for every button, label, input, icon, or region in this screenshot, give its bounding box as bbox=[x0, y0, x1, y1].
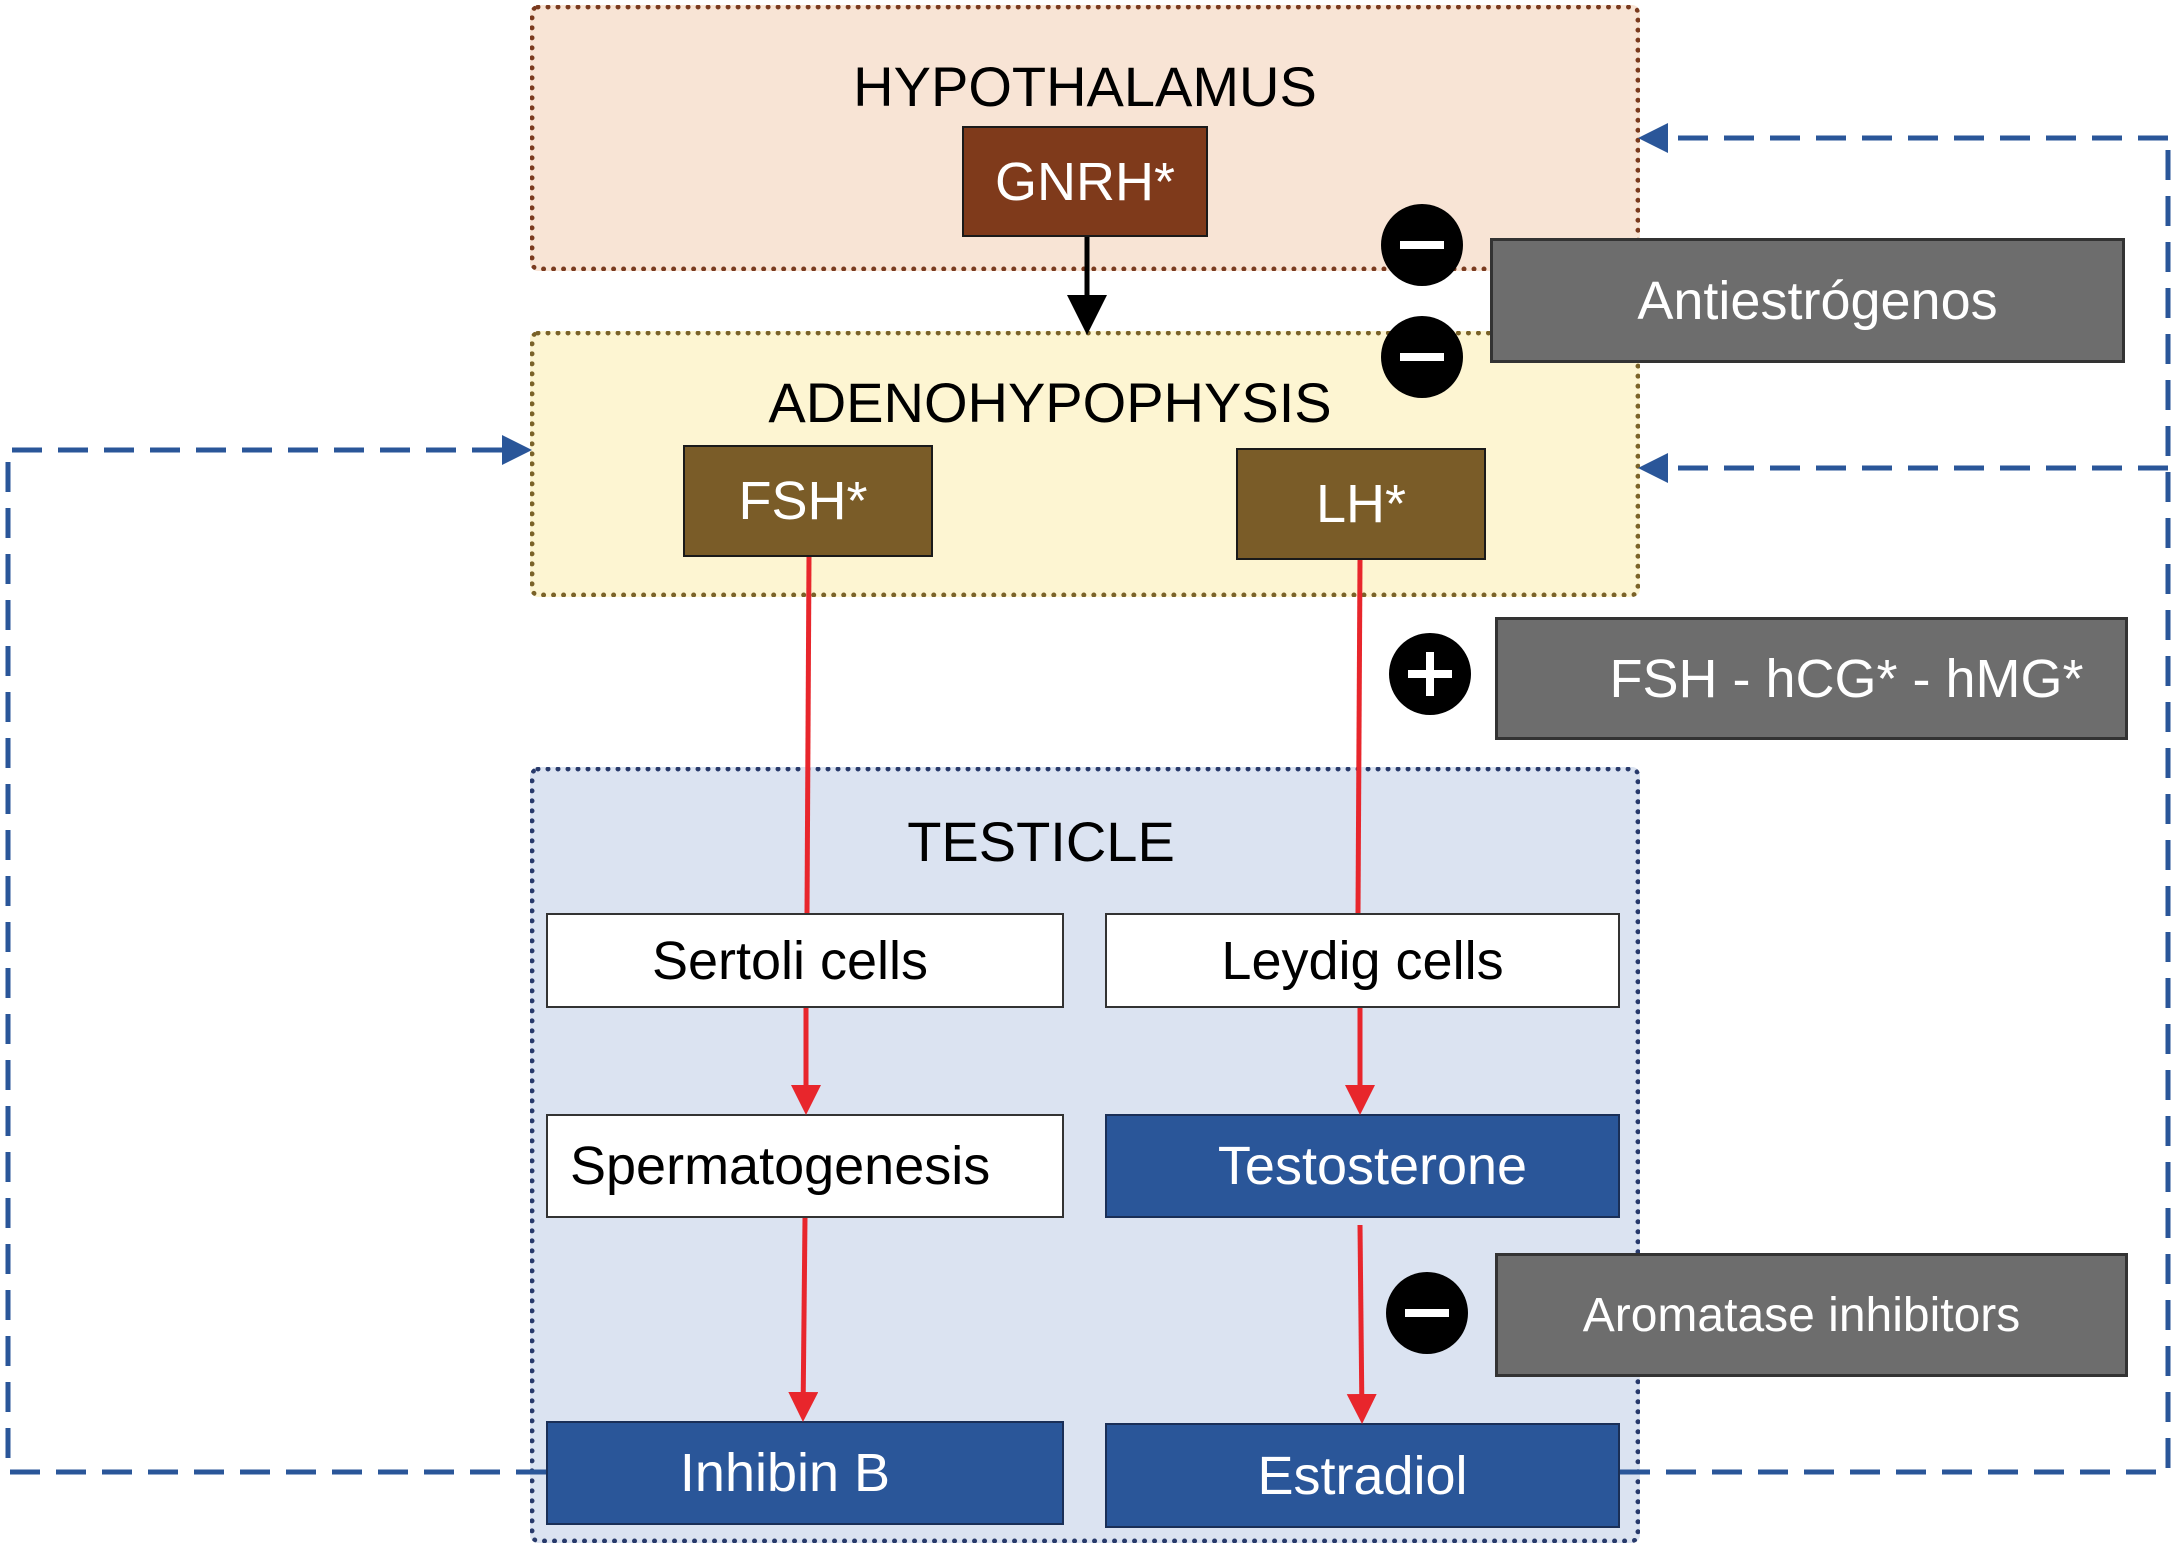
testosterone-to-estradiol-arrow bbox=[1346, 1224, 1377, 1424]
gnrh-box: GNRH* bbox=[962, 126, 1208, 237]
minus-badge-hypothalamus bbox=[1381, 204, 1463, 286]
estradiol-box: Estradiol bbox=[1105, 1423, 1620, 1528]
leydig-cells-box: Leydig cells bbox=[1105, 913, 1620, 1008]
fsh-box: FSH* bbox=[683, 445, 933, 557]
plus-badge-gonadotropins bbox=[1389, 633, 1471, 715]
lh-to-leydig-line bbox=[1355, 559, 1363, 914]
minus-badge-adenohypophysis bbox=[1381, 316, 1463, 398]
aromatase-inhibitors-box: Aromatase inhibitors bbox=[1495, 1253, 2128, 1377]
testicle-title: TESTICLE bbox=[907, 810, 1175, 873]
sertoli-cells-box: Sertoli cells bbox=[546, 913, 1064, 1008]
antiestrogens-box: Antiestrógenos bbox=[1490, 238, 2125, 363]
inhibin-b-box: Inhibin B bbox=[546, 1421, 1064, 1525]
estradiol-feedback-line bbox=[1620, 138, 2171, 1475]
gonadotropins-box: FSH - hCG* - hMG* bbox=[1495, 617, 2128, 740]
spermatogenesis-to-inhibin-arrow bbox=[788, 1217, 819, 1422]
minus-badge-aromatase bbox=[1386, 1272, 1468, 1354]
hypothalamus-title: HYPOTHALAMUS bbox=[853, 55, 1317, 118]
testosterone-box: Testosterone bbox=[1105, 1114, 1620, 1218]
inhibin-feedback-arrow bbox=[5, 435, 546, 1475]
fsh-to-sertoli-line bbox=[804, 556, 812, 914]
lh-box: LH* bbox=[1236, 448, 1486, 560]
spermatogenesis-box: Spermatogenesis bbox=[546, 1114, 1064, 1218]
adenohypophysis-title: ADENOHYPOPHYSIS bbox=[768, 371, 1332, 434]
